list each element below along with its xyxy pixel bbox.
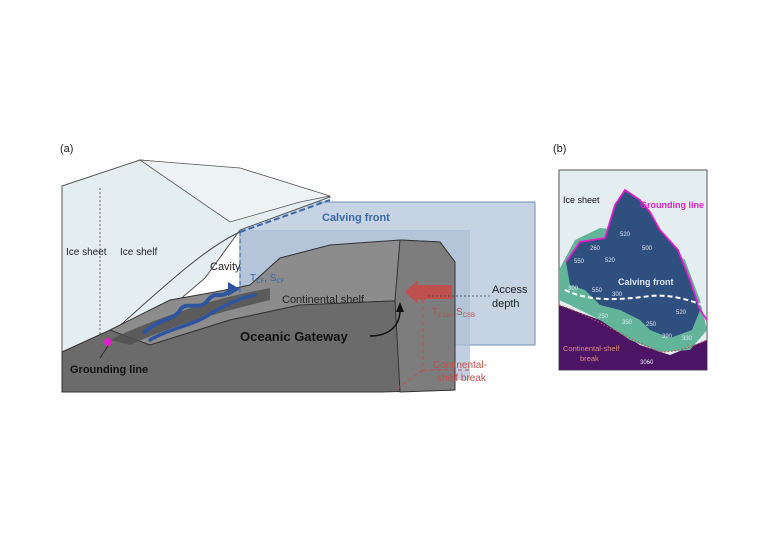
map-depth-label: 260 bbox=[590, 246, 601, 252]
map-calving-front-label: Calving front bbox=[618, 277, 674, 287]
map-depth-label: 300 bbox=[612, 292, 623, 298]
access-depth-label-2: depth bbox=[492, 298, 520, 310]
calving-front-label: Calving front bbox=[322, 212, 390, 224]
map-depth-label: 3060 bbox=[640, 360, 654, 366]
ice-sheet-label: Ice sheet bbox=[66, 247, 107, 258]
cavity-flow-arrow bbox=[143, 288, 232, 334]
panel-a-label: (a) bbox=[60, 143, 73, 155]
map-shelf bbox=[566, 190, 700, 338]
oceanic-gateway-label: Oceanic Gateway bbox=[240, 329, 348, 344]
map-depth-label: 550 bbox=[574, 259, 585, 265]
map-grounding-line-label: Grounding line bbox=[640, 200, 704, 210]
grounding-line-label: Grounding line bbox=[70, 364, 148, 376]
map-depth-label: 550 bbox=[592, 288, 603, 294]
ice-shelf-top bbox=[138, 159, 331, 223]
map-ice-sheet-label: Ice sheet bbox=[563, 195, 600, 205]
map-depth-label: 250 bbox=[598, 314, 609, 320]
continental-shelf-label: Continental shelf bbox=[282, 294, 365, 306]
access-depth-label-1: Access bbox=[492, 284, 528, 296]
map-deep-ocean bbox=[559, 305, 707, 370]
shelf-break-block bbox=[394, 239, 456, 393]
map-depth-label: 330 bbox=[682, 336, 693, 342]
map-depth-label: 520 bbox=[676, 310, 687, 316]
grounding-line-marker bbox=[104, 338, 112, 346]
panel-b-label: (b) bbox=[553, 143, 566, 155]
map-shelf-break-label-1: Continental-shelf bbox=[563, 344, 620, 353]
csb-props-label: TCSB, SCSB bbox=[432, 307, 475, 319]
shelf-break-label-2: shelf break bbox=[437, 373, 487, 384]
map-grounding-line bbox=[565, 188, 708, 321]
ice-shelf-label: Ice shelf bbox=[120, 247, 157, 258]
map-depth-label: 350 bbox=[622, 320, 633, 326]
oceanic-gateway-arrowhead bbox=[396, 302, 404, 312]
calving-front-line bbox=[239, 199, 331, 233]
csb-inflow-arrow bbox=[405, 280, 452, 304]
map-depth-label: 520 bbox=[605, 258, 616, 264]
cavity-flow-arrow-2 bbox=[148, 293, 257, 342]
map-depth-label: 300 bbox=[568, 286, 579, 292]
map-panel: Ice sheet Grounding line Calving front C… bbox=[558, 169, 708, 371]
cavity-label: Cavity bbox=[210, 261, 241, 273]
shelf-break-label-1: Continental- bbox=[433, 360, 487, 371]
shelf-break-dashed-d bbox=[394, 369, 424, 391]
map-depth-label: 500 bbox=[642, 246, 653, 252]
oceanic-gateway-arrow bbox=[369, 309, 401, 337]
map-shelf-break bbox=[558, 304, 708, 353]
grounding-line-leader bbox=[99, 345, 109, 359]
csb-point-dot bbox=[421, 294, 425, 298]
map-depth-label: 250 bbox=[646, 322, 657, 328]
map-depth-label: 390 bbox=[662, 334, 673, 340]
map-depth-label: 520 bbox=[620, 232, 631, 238]
cavity-props-label: TCF, SCF bbox=[250, 273, 285, 285]
flow-arrowhead bbox=[228, 282, 240, 296]
map-shelf-break-label-2: break bbox=[580, 354, 599, 363]
